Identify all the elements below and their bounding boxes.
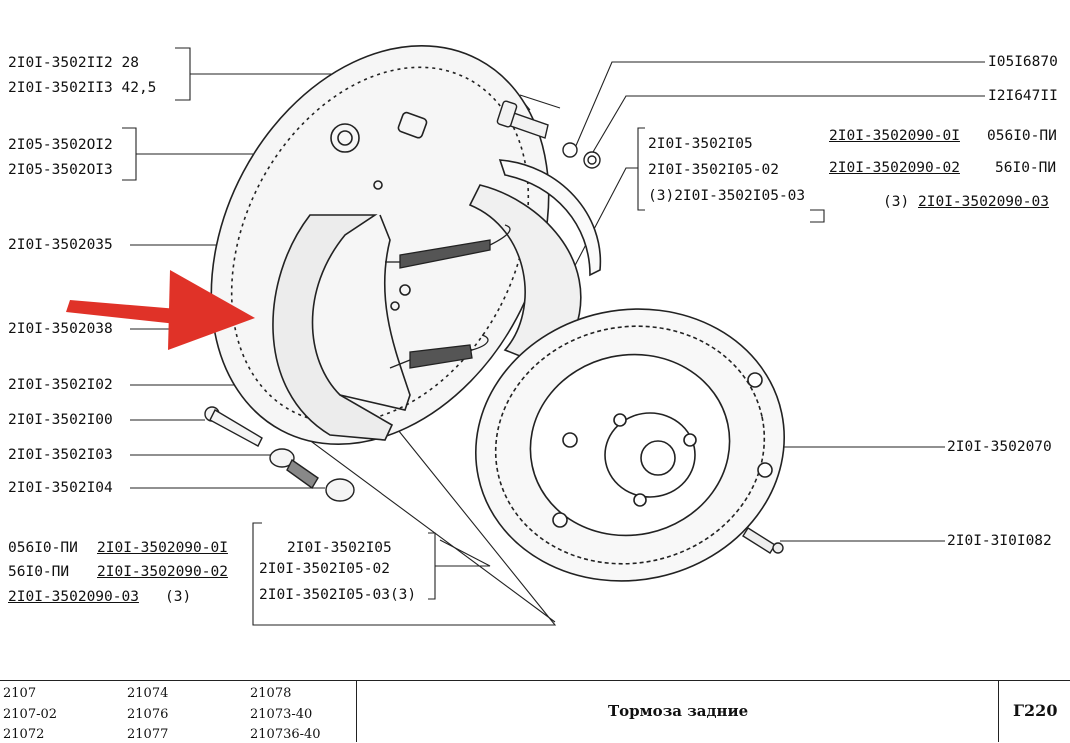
part-label-drum: 2I0I-3502070 <box>947 439 1052 455</box>
model-cell: 2107-02 <box>3 707 58 722</box>
brake-shoe-right <box>468 159 602 361</box>
lining-right-code-1: 2I0I-3502090-0I <box>829 128 960 144</box>
leader-line <box>253 419 557 626</box>
title-block <box>0 680 1070 743</box>
model-cell: 21076 <box>127 707 169 722</box>
part-label-lower-spring: 2I0I-3502038 <box>8 321 113 337</box>
lining-right-prefix-3: (З) <box>883 194 910 210</box>
page-code: Г220 <box>1013 701 1058 720</box>
part-label-plate: 2I05-3502OI2 <box>8 137 113 153</box>
lining-code-1: 2I0I-3502090-0I <box>97 540 228 556</box>
brake-shoe-left <box>272 214 411 441</box>
upper-spring <box>385 224 511 269</box>
model-cell: 21072 <box>3 727 45 742</box>
lining-prefix-1: 056I0-ПИ <box>8 540 78 556</box>
part-label-plate-alt: 2I05-3502OI3 <box>8 162 113 178</box>
model-cell: 2107 <box>3 686 37 701</box>
model-cell: 21077 <box>127 727 169 742</box>
title-block-divider <box>998 680 999 742</box>
lining-right-code-2: 2I0I-3502090-02 <box>829 160 960 176</box>
bolt <box>496 94 601 169</box>
lower-spring <box>389 334 489 369</box>
leader-line <box>574 61 985 149</box>
lining-suffix-3: (З) <box>165 589 192 605</box>
part-label-bleeder: 2I0I-3I0I082 <box>947 533 1052 549</box>
shoe-code-1: 2I0I-3502I05 <box>287 540 392 556</box>
lining-right-suffix-2: 56I0-ПИ <box>995 160 1057 176</box>
shoe-right-code-3: (З)2I0I-3502I05-03 <box>648 188 806 204</box>
model-cell: 21074 <box>127 686 169 701</box>
red-arrow-icon <box>66 270 255 350</box>
part-label-washer: 2I0I-3502I04 <box>8 480 113 496</box>
model-cell: 21073-40 <box>250 707 313 722</box>
lining-right-suffix-1: 056I0-ПИ <box>987 128 1057 144</box>
shoe-right-code-1: 2I0I-3502I05 <box>648 136 753 152</box>
part-label-shoe: 2I0I-3502I02 <box>8 377 113 393</box>
part-label-pin: 2I0I-3502I00 <box>8 412 113 428</box>
lining-prefix-2: 56I0-ПИ <box>8 564 70 580</box>
model-cell: 21078 <box>250 686 292 701</box>
shoe-right-code-2: 2I0I-3502I05-02 <box>648 162 779 178</box>
shoe-code-3: 2I0I-3502I05-03(З) <box>259 587 417 603</box>
leader-line <box>810 209 825 223</box>
part-label-nut-top: I2I647II <box>988 88 1058 104</box>
part-label-washer-top: I05I6870 <box>988 54 1058 70</box>
part-label-bolt: 2I0I-3502II2 28 <box>8 55 139 71</box>
shoe-code-2: 2I0I-3502I05-02 <box>259 561 390 577</box>
model-cell: 210736-40 <box>250 727 321 742</box>
lining-right-code-3: 2I0I-3502090-03 <box>918 194 1049 210</box>
retainer-pin-kit <box>204 406 355 502</box>
leader-line <box>592 95 985 153</box>
title-block-divider <box>356 680 357 742</box>
part-label-bolt-alt: 2I0I-3502II3 42,5 <box>8 80 157 96</box>
page-title: Тормоза задние <box>608 702 749 720</box>
leader-line <box>569 127 645 276</box>
bleeder-valve <box>742 527 784 554</box>
brake-drum <box>475 308 785 582</box>
part-label-upper-spring: 2I0I-3502035 <box>8 237 113 253</box>
lining-code-3: 2I0I-3502090-03 <box>8 589 139 605</box>
lining-code-2: 2I0I-3502090-02 <box>97 564 228 580</box>
part-label-cup: 2I0I-3502I03 <box>8 447 113 463</box>
